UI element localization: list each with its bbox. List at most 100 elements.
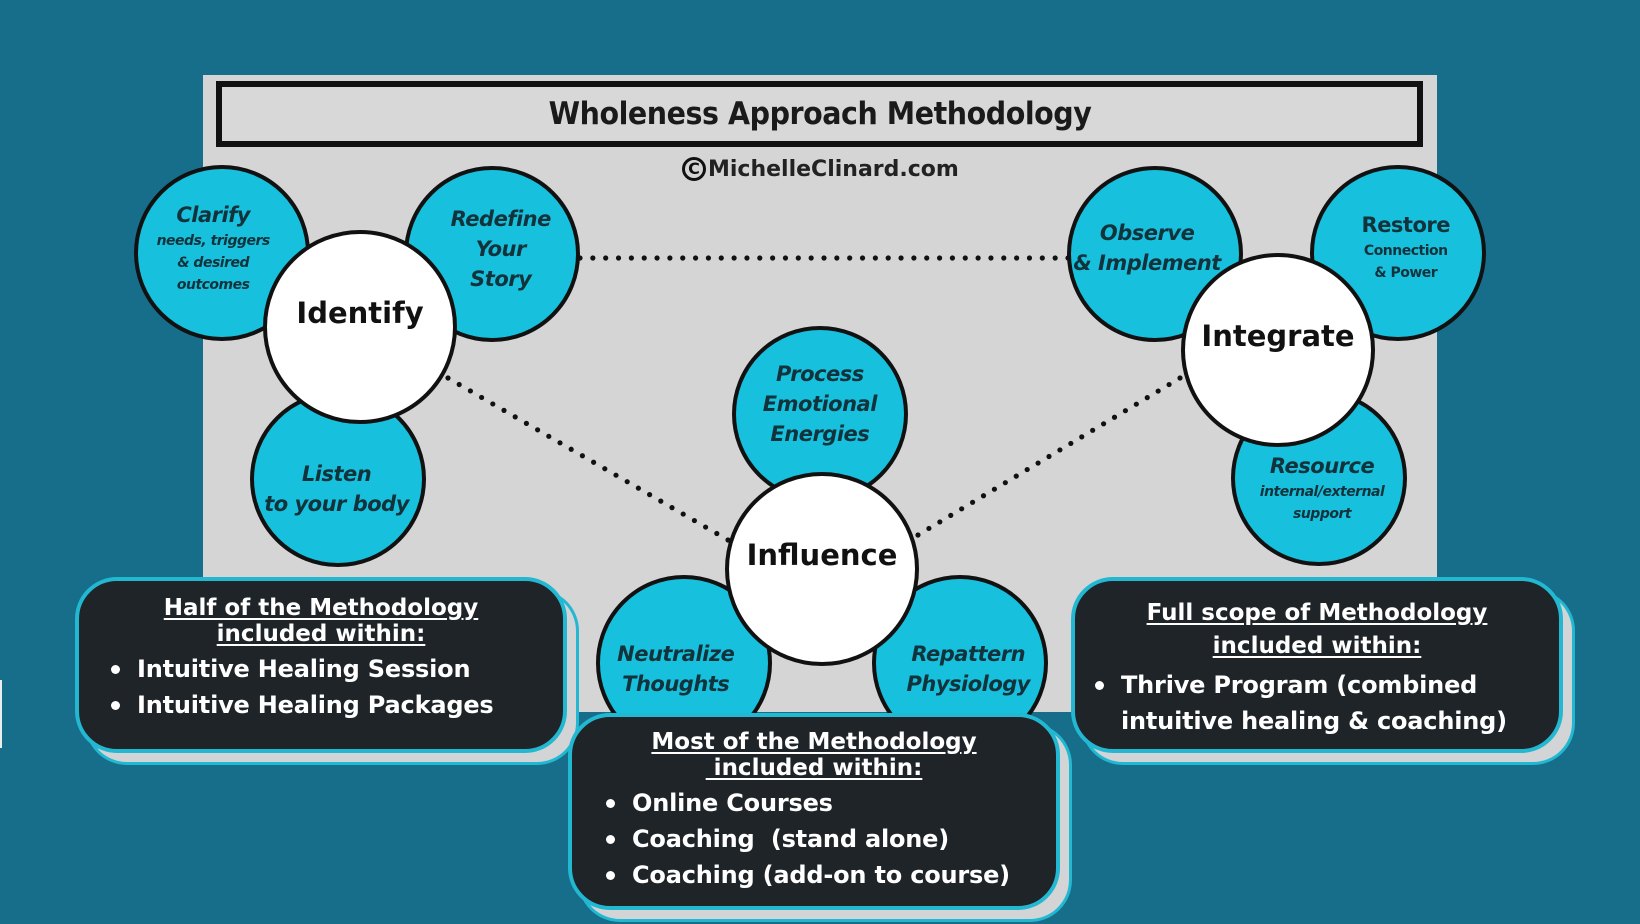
connector-dot-identify-influence <box>647 492 653 498</box>
connector-dot-identify-integrate <box>590 255 596 261</box>
connector-dot-influence-integrate <box>1046 453 1052 460</box>
connector-dot-influence-integrate <box>1155 388 1161 394</box>
connector-dot-identify-integrate <box>859 255 866 261</box>
connector-dot-influence-integrate <box>1111 414 1118 420</box>
connector-dot-influence-integrate <box>1122 408 1129 414</box>
connector-dot-identify-influence <box>680 511 686 517</box>
connector-dot-identify-influence <box>602 466 608 472</box>
title-banner: Wholeness Approach Methodology <box>216 81 1423 147</box>
connector-dot-influence-integrate <box>991 486 998 492</box>
connector-dot-identify-influence <box>658 498 664 504</box>
info-list-item: Coaching (stand alone) <box>606 821 1056 857</box>
connector-dot-influence-integrate <box>969 499 976 505</box>
info-heading-line: included within: <box>705 755 923 781</box>
copyright-text: MichelleClinard.com <box>708 156 959 182</box>
info-box-half: Half of the Methodology included within:… <box>75 577 579 765</box>
connector-dot-identify-integrate <box>782 255 789 261</box>
info-list-item: Intuitive Healing Packages <box>111 687 563 723</box>
info-list-item: Intuitive Healing Session <box>111 651 563 687</box>
connector-dot-influence-integrate <box>1177 375 1183 381</box>
connector-dot-influence-integrate <box>1013 473 1019 479</box>
connector-dot-identify-influence <box>624 479 630 485</box>
connector-dot-identify-integrate <box>847 255 853 261</box>
connector-dot-identify-integrate <box>628 255 634 261</box>
connector-dot-identify-influence <box>467 388 473 394</box>
copyright-icon: C <box>682 157 706 181</box>
connector-dot-identify-influence <box>501 407 507 413</box>
connector-dot-identify-integrate <box>1014 255 1020 261</box>
circles <box>134 165 1486 751</box>
connector-dot-identify-influence <box>557 440 563 446</box>
connector-dot-identify-influence <box>568 446 574 452</box>
connector-dot-identify-integrate <box>924 255 930 261</box>
connector-dot-identify-influence <box>490 401 496 407</box>
connector-dot-identify-influence <box>613 472 619 478</box>
connector-dot-identify-influence <box>445 375 451 381</box>
connector-dot-identify-influence <box>703 524 709 530</box>
info-list-item: Coaching (add-on to course) <box>606 857 1056 893</box>
connector-dot-influence-integrate <box>980 493 987 499</box>
connector-dot-identify-integrate <box>718 255 724 261</box>
info-list-item: Thrive Program (combined <box>1095 667 1559 703</box>
connector-dot-influence-integrate <box>1079 434 1085 440</box>
connector-dot-identify-integrate <box>885 255 891 261</box>
connector-dot-influence-integrate <box>959 506 965 512</box>
page-title: Wholeness Approach Methodology <box>548 96 1091 132</box>
connector-dot-influence-integrate <box>1133 401 1139 407</box>
connector-dot-identify-integrate <box>1052 255 1058 261</box>
info-card: Half of the Methodology included within:… <box>75 577 567 753</box>
connector-dot-identify-influence <box>546 433 552 439</box>
connector-dot-identify-integrate <box>834 255 840 261</box>
connector-dot-influence-integrate <box>1068 440 1074 447</box>
connector-dot-influence-integrate <box>1144 395 1150 401</box>
connector-dot-influence-integrate <box>1090 427 1096 433</box>
info-card: Full scope of Methodology included withi… <box>1071 577 1563 753</box>
info-list-item-continued: intuitive healing & coaching) <box>1121 707 1507 735</box>
info-list-item: Online Courses <box>606 785 1056 821</box>
connector-dot-identify-influence <box>669 505 675 511</box>
connector-dot-identify-integrate <box>654 255 660 261</box>
connector-dot-identify-integrate <box>667 255 673 261</box>
connector-dot-identify-integrate <box>615 255 622 261</box>
connector-dot-influence-integrate <box>1024 466 1030 473</box>
connector-dot-identify-influence <box>512 414 518 420</box>
info-heading-line: included within: <box>216 621 426 647</box>
connector-dot-identify-influence <box>691 517 698 524</box>
connector-dot-identify-integrate <box>603 255 609 261</box>
connector-dot-identify-integrate <box>1001 255 1007 261</box>
connector-dot-influence-integrate <box>1002 480 1008 486</box>
connector-dot-identify-influence <box>579 453 586 459</box>
connector-dot-identify-integrate <box>962 255 968 261</box>
connector-dot-influence-integrate <box>1057 447 1063 453</box>
hub-circle-integrate <box>1181 253 1375 447</box>
info-heading-line: Full scope of Methodology <box>1146 600 1488 626</box>
connector-dot-identify-integrate <box>1039 255 1045 261</box>
connector-dot-identify-integrate <box>872 255 878 261</box>
connector-dot-influence-integrate <box>937 519 943 525</box>
connector-dot-influence-integrate <box>915 532 921 538</box>
connector-dot-influence-integrate <box>948 512 954 518</box>
connector-dot-identify-influence <box>714 530 720 537</box>
connector-dot-identify-integrate <box>936 255 943 261</box>
connector-dot-identify-influence <box>591 459 597 465</box>
info-card: Most of the Methodology included within:… <box>568 713 1060 910</box>
hub-circle-identify <box>263 230 457 424</box>
info-heading-line: Half of the Methodology <box>163 595 479 621</box>
connector-dot-identify-influence <box>523 420 530 426</box>
connector-dot-identify-integrate <box>898 255 904 261</box>
info-box-most: Most of the Methodology included within:… <box>568 713 1072 922</box>
connector-dot-influence-integrate <box>1100 421 1107 427</box>
connector-dot-identify-integrate <box>1026 255 1033 261</box>
connector-dot-influence-integrate <box>926 525 932 532</box>
connector-dot-influence-integrate <box>1035 460 1041 466</box>
info-heading-line: included within: <box>1212 633 1422 659</box>
copyright-line: C MichelleClinard.com <box>682 152 962 186</box>
hub-circle-influence <box>725 472 919 666</box>
connector-dot-identify-integrate <box>975 255 981 261</box>
connector-dot-influence-integrate <box>1166 381 1172 388</box>
connector-dot-identify-integrate <box>808 255 814 261</box>
connector-dot-identify-integrate <box>731 255 737 261</box>
connector-dot-identify-integrate <box>692 255 699 261</box>
connector-dot-identify-integrate <box>911 255 917 261</box>
